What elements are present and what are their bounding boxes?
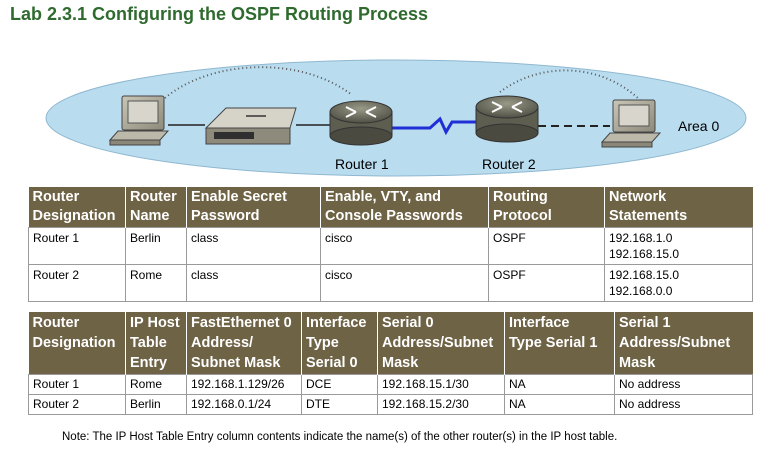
header-network-statements: Network Statements [604, 187, 753, 228]
header-serial0-address: Serial 0 Address/Subnet Mask [377, 312, 505, 375]
network-statement: 192.168.0.0 [609, 284, 673, 298]
table-row: Router 2 Rome class cisco OSPF 192.168.1… [28, 264, 753, 302]
cell-secret: class [186, 264, 321, 302]
header-interface-type-s1: Interface Type Serial 1 [504, 312, 615, 375]
cell-s1-type: NA [504, 394, 615, 415]
cell-protocol: OSPF [488, 264, 605, 302]
footnote: Note: The IP Host Table Entry column con… [62, 431, 618, 443]
cell-designation: Router 2 [28, 264, 126, 302]
cell-s0-addr: 192.168.15.1/30 [377, 374, 505, 395]
header-fastethernet-address: FastEthernet 0 Address/ Subnet Mask [186, 312, 302, 375]
router-2-icon [475, 95, 539, 143]
cell-name: Rome [125, 264, 187, 302]
header-router-designation: Router Designation [28, 312, 126, 375]
serial-link [392, 116, 476, 136]
header-enable-secret: Enable Secret Password [186, 187, 321, 228]
table-row: Router 2 Berlin 192.168.0.1/24 DTE 192.1… [28, 394, 753, 415]
cell-s1-addr: No address [614, 394, 753, 415]
pc-1-icon [108, 95, 170, 146]
cell-host: Rome [125, 374, 187, 395]
header-router-designation: Router Designation [28, 187, 126, 228]
pc-2-icon [600, 99, 662, 148]
router-2-label: Router 2 [482, 156, 536, 172]
table-row: Router 1 Berlin class cisco OSPF 192.168… [28, 227, 753, 265]
cell-s1-addr: No address [614, 374, 753, 395]
header-passwords: Enable, VTY, and Console Passwords [320, 187, 489, 228]
header-serial1-address: Serial 1 Address/Subnet Mask [614, 312, 753, 375]
area-0-label: Area 0 [678, 118, 720, 134]
table-header-row: Router Designation Router Name Enable Se… [28, 187, 753, 228]
table-header-row: Router Designation IP Host Table Entry F… [28, 312, 753, 375]
header-routing-protocol: Routing Protocol [488, 187, 605, 228]
cell-s0-addr: 192.168.15.2/30 [377, 394, 505, 415]
router-config-table: Router Designation Router Name Enable Se… [28, 187, 753, 302]
header-router-name: Router Name [125, 187, 187, 228]
network-diagram: Router 1 Router 2 Area 0 [0, 0, 757, 185]
switch-icon [204, 107, 297, 145]
interface-config-table: Router Designation IP Host Table Entry F… [28, 312, 753, 415]
header-ip-host-table-entry: IP Host Table Entry [125, 312, 187, 375]
cell-s0-type: DCE [301, 374, 378, 395]
cell-protocol: OSPF [488, 227, 605, 265]
router-1-icon [329, 100, 393, 146]
cell-name: Berlin [125, 227, 187, 265]
cell-host: Berlin [125, 394, 187, 415]
cell-networks: 192.168.15.0 192.168.0.0 [604, 264, 753, 302]
network-statement: 192.168.15.0 [609, 268, 680, 282]
cell-passwords: cisco [320, 264, 489, 302]
lab-title: Lab 2.3.1 Configuring the OSPF Routing P… [10, 4, 429, 24]
cell-networks: 192.168.1.0 192.168.15.0 [604, 227, 753, 265]
cell-passwords: cisco [320, 227, 489, 265]
network-statement: 192.168.1.0 [609, 231, 673, 245]
cell-designation: Router 2 [28, 394, 126, 415]
area-0-ellipse [45, 59, 747, 177]
cell-fa0: 192.168.1.129/26 [186, 374, 302, 395]
cell-designation: Router 1 [28, 374, 126, 395]
cell-s0-type: DTE [301, 394, 378, 415]
router-1-label: Router 1 [335, 156, 389, 172]
cell-fa0: 192.168.0.1/24 [186, 394, 302, 415]
cell-s1-type: NA [504, 374, 615, 395]
topology-graphic [45, 59, 747, 177]
cell-secret: class [186, 227, 321, 265]
cell-designation: Router 1 [28, 227, 126, 265]
header-interface-type-s0: Interface Type Serial 0 [301, 312, 378, 375]
table-row: Router 1 Rome 192.168.1.129/26 DCE 192.1… [28, 374, 753, 395]
network-statement: 192.168.15.0 [609, 247, 680, 261]
